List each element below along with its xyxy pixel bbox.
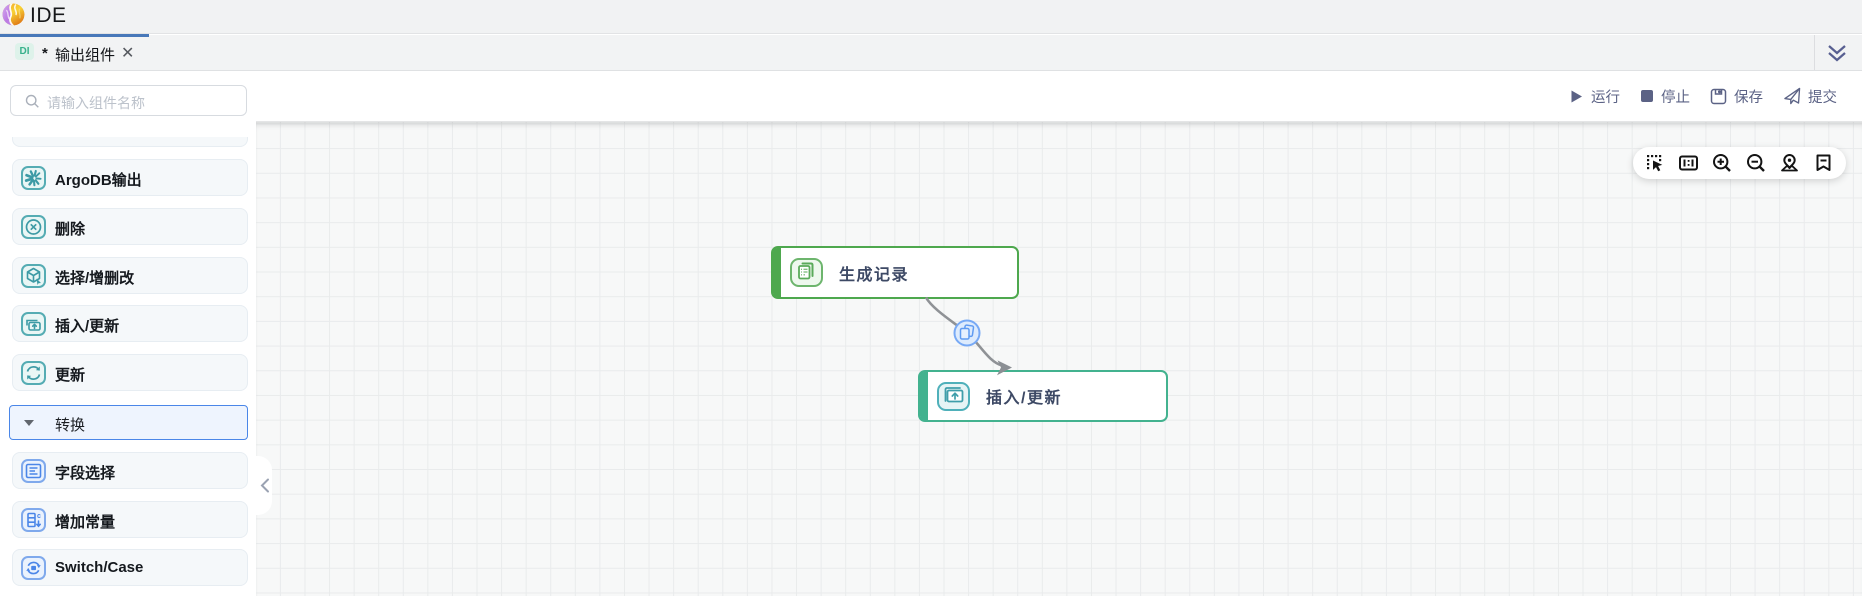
svg-text:c: c: [37, 513, 41, 520]
